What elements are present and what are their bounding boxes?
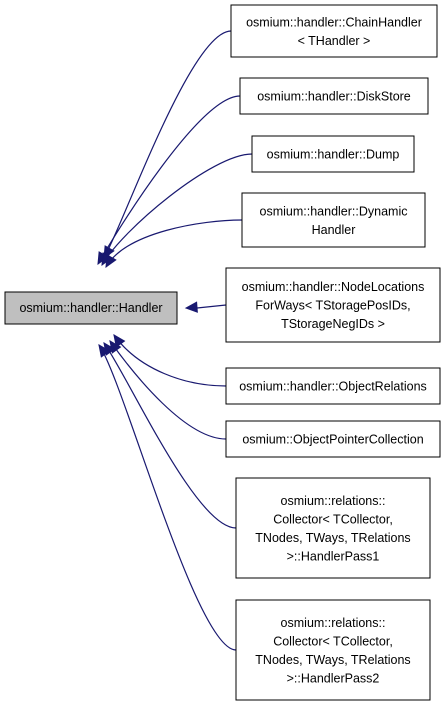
node-label-line: osmium::relations:: [281, 616, 386, 630]
node-label-line: >::HandlerPass1 [287, 549, 380, 563]
node-label-line: TNodes, TWays, TRelations [255, 653, 410, 667]
node-label-line: osmium::handler::Dump [267, 148, 400, 162]
node-collector-handler-pass2[interactable]: osmium::relations::Collector< TCollector… [235, 599, 431, 701]
node-label-line: < THandler > [298, 34, 371, 48]
inheritance-edge-dump [101, 153, 253, 266]
node-label-line: TStorageNegIDs > [281, 317, 385, 331]
node-box [230, 4, 438, 58]
node-label-line: osmium::handler::ChainHandler [246, 15, 422, 29]
node-collector-handler-pass1[interactable]: osmium::relations::Collector< TCollector… [235, 477, 431, 579]
node-object-pointer-collection[interactable]: osmium::ObjectPointerCollection [225, 420, 441, 458]
node-label-line: Collector< TCollector, [273, 634, 393, 648]
node-object-relations[interactable]: osmium::handler::ObjectRelations [225, 367, 441, 405]
inheritance-arrowhead [98, 344, 111, 358]
inheritance-edge-object-relations [113, 334, 227, 387]
node-disk-store[interactable]: osmium::handler::DiskStore [239, 77, 429, 115]
node-label-line: TNodes, TWays, TRelations [255, 531, 410, 545]
derived-classes: osmium::handler::ChainHandler< THandler … [225, 4, 441, 701]
node-label-line: osmium::handler::Dynamic [260, 204, 408, 218]
inheritance-edge-object-pointer-collection [109, 340, 227, 440]
node-label-line: osmium::ObjectPointerCollection [242, 433, 423, 447]
inheritance-edge-collector-handler-pass1 [103, 342, 237, 529]
node-box [239, 77, 429, 115]
inheritance-arrowhead [105, 254, 117, 269]
node-label-line: ForWays< TStoragePosIDs, [255, 299, 410, 313]
node-label-line: osmium::handler::DiskStore [257, 90, 411, 104]
node-box [225, 420, 441, 458]
inheritance-arrowhead [113, 334, 126, 348]
inheritance-edge-collector-handler-pass2 [98, 344, 237, 651]
node-label-line: osmium::relations:: [281, 494, 386, 508]
node-box [225, 267, 441, 343]
inheritance-edge-dynamic-handler [105, 219, 243, 268]
node-box [225, 367, 441, 405]
node-label-line: osmium::handler::NodeLocations [242, 280, 425, 294]
node-box [241, 192, 426, 248]
node-label-line: Handler [312, 223, 356, 237]
node-box [251, 135, 415, 173]
node-box [4, 291, 178, 325]
inheritance-edge-chain-handler [103, 30, 232, 259]
inheritance-edge-disk-store [97, 95, 241, 265]
node-label-line: >::HandlerPass2 [287, 671, 380, 685]
node-chain-handler[interactable]: osmium::handler::ChainHandler< THandler … [230, 4, 438, 58]
node-box [235, 599, 431, 701]
node-dump[interactable]: osmium::handler::Dump [251, 135, 415, 173]
node-label-line: osmium::handler::ObjectRelations [239, 380, 427, 394]
inheritance-arrowhead [184, 301, 198, 313]
node-label: osmium::handler::Handler [19, 301, 162, 315]
node-label-line: Collector< TCollector, [273, 512, 393, 526]
inheritance-edge-node-locations-for-ways [196, 304, 227, 309]
node-osmium-handler-handler[interactable]: osmium::handler::Handler [4, 291, 178, 325]
inheritance-edges [97, 30, 253, 651]
node-box [235, 477, 431, 579]
